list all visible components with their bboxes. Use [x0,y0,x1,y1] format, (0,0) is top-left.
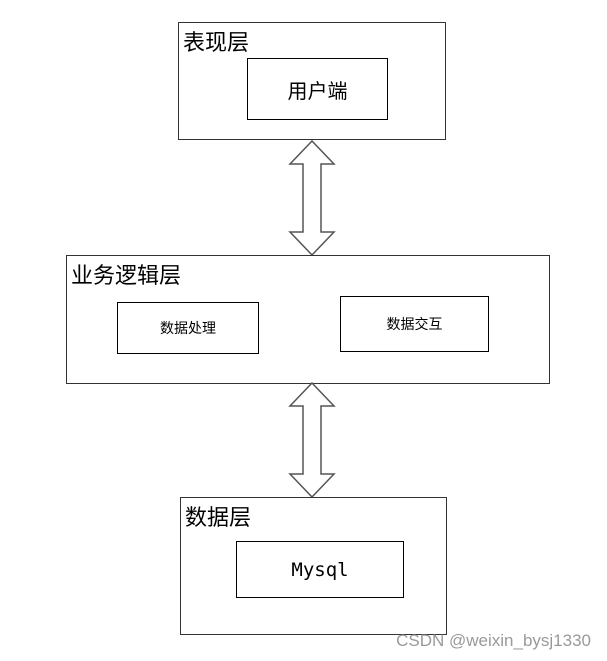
business-logic-layer: 业务逻辑层 数据处理 数据交互 [66,255,550,384]
business-logic-layer-title: 业务逻辑层 [71,264,182,289]
client-box: 用户端 [247,58,388,120]
presentation-layer: 表现层 用户端 [178,22,446,140]
bidirectional-arrow-icon [288,140,336,256]
data-layer-title: 数据层 [185,506,252,531]
watermark: CSDN @weixin_bysj1330 [396,631,591,650]
data-processing-box: 数据处理 [117,302,259,354]
data-interaction-box: 数据交互 [340,296,489,352]
presentation-layer-title: 表现层 [183,31,250,56]
mysql-box: Mysql [236,541,404,598]
bidirectional-arrow-icon [288,382,336,498]
data-layer: 数据层 Mysql [180,497,447,635]
